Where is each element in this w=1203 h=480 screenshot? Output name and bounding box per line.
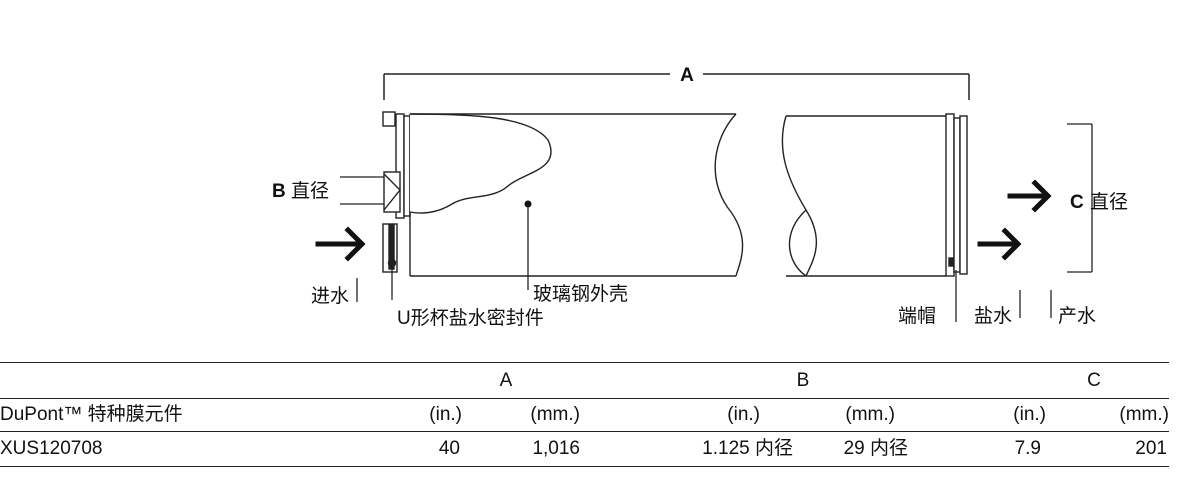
frp-shell-right — [781, 115, 946, 277]
dimension-c — [1067, 123, 1093, 273]
table-row-b-mm: 29 内径 — [843, 438, 908, 459]
table-row-c-mm: 201 — [1135, 438, 1167, 459]
frp-shell-left — [410, 113, 744, 277]
feed-label: 进水 — [311, 285, 349, 307]
table-row-model: XUS120708 — [0, 438, 103, 459]
concentrate-label: 盐水 — [974, 305, 1012, 327]
unit-header-b-in: (in.) — [727, 404, 760, 425]
dimensions-table: A B C DuPont™ 特种膜元件 (in.) (mm.) (in.) (m… — [0, 362, 1169, 472]
left-end-cap — [382, 111, 411, 276]
unit-header-a-in: (in.) — [429, 404, 462, 425]
permeate-arrow-icon — [1007, 179, 1052, 213]
table-row-b-in: 1.125 内径 — [702, 438, 793, 459]
unit-header-b-mm: (mm.) — [845, 404, 895, 425]
membrane-element-diagram: A B 直径 — [272, 65, 1128, 329]
table-group-rule — [0, 398, 1169, 399]
dimension-b-text: 直径 — [291, 180, 329, 202]
group-header-b: B — [796, 370, 810, 391]
permeate-label: 产水 — [1058, 305, 1096, 327]
table-row-c-in: 7.9 — [1014, 438, 1041, 459]
dimension-b-letter: B — [272, 181, 286, 202]
feed-arrow-icon — [315, 226, 366, 262]
unit-header-a-mm: (mm.) — [530, 404, 580, 425]
table-header-rule — [0, 431, 1169, 432]
unit-header-c-in: (in.) — [1013, 404, 1046, 425]
table-row-a-mm: 1,016 — [532, 438, 580, 459]
table-top-rule — [0, 362, 1169, 363]
dimension-c-text: 直径 — [1090, 191, 1128, 213]
dimension-a — [383, 73, 970, 100]
right-end-cap — [945, 113, 968, 277]
group-header-c: C — [1087, 370, 1101, 391]
unit-header-c-mm: (mm.) — [1119, 404, 1169, 425]
membrane-leaf-wrap — [409, 113, 552, 214]
dimension-a-label: A — [680, 65, 694, 86]
frp-shell-label: 玻璃钢外壳 — [533, 283, 628, 305]
dimension-c-letter: C — [1070, 192, 1084, 213]
model-column-header: DuPont™ 特种膜元件 — [0, 404, 183, 425]
brine-seal-label: U形杯盐水密封件 — [397, 307, 544, 329]
dimension-b — [340, 176, 384, 205]
table-row-a-in: 40 — [438, 438, 460, 459]
concentrate-arrow-icon — [977, 227, 1022, 261]
table-bottom-rule — [0, 466, 1169, 467]
end-cap-label: 端帽 — [898, 305, 936, 327]
group-header-a: A — [499, 370, 513, 391]
